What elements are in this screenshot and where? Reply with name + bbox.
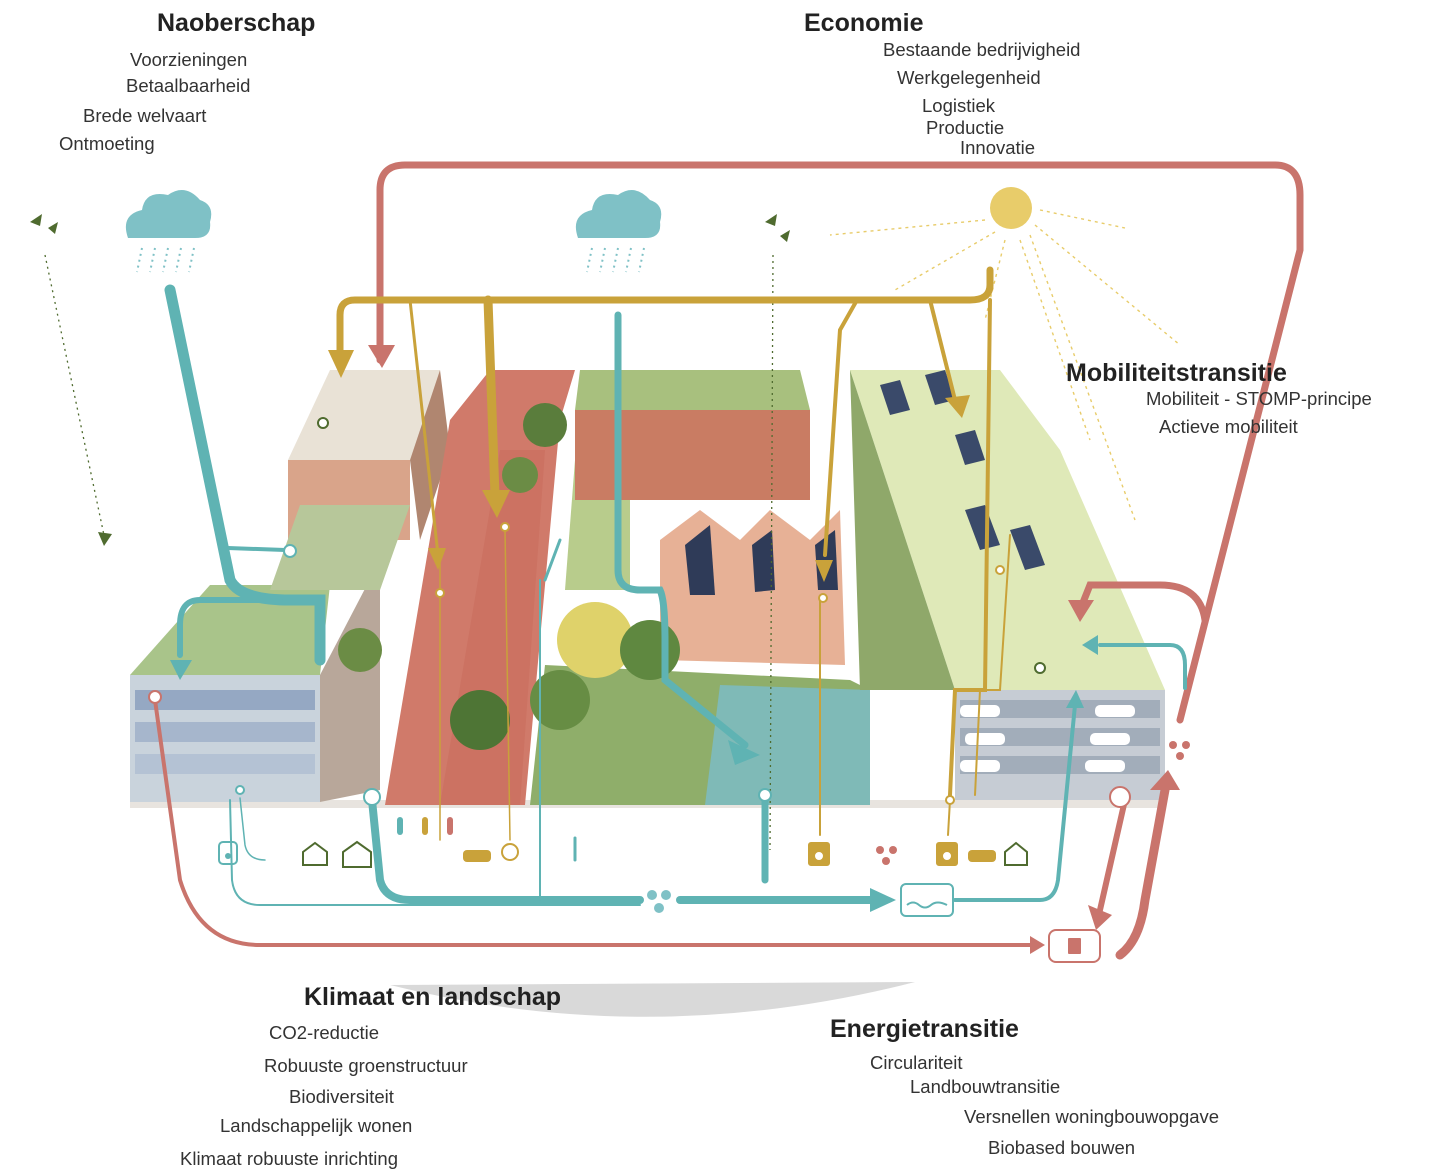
theme-title-energietransitie: Energietransitie bbox=[830, 1015, 1019, 1043]
ev-charging-icon bbox=[463, 850, 996, 862]
theme-item: Bestaande bedrijvigheid bbox=[883, 39, 1081, 60]
theme-item: Logistiek bbox=[922, 95, 996, 116]
theme-title-klimaat-en-landschap: Klimaat en landschap bbox=[304, 983, 562, 1011]
theme-item: Robuuste groenstructuur bbox=[264, 1055, 468, 1076]
cloud-rain-icon bbox=[125, 190, 212, 273]
lightbulb-icon bbox=[501, 843, 519, 861]
energy-arrowhead bbox=[428, 548, 446, 570]
theme-item: Landschappelijk wonen bbox=[220, 1115, 413, 1136]
theme-item: Biobased bouwen bbox=[988, 1137, 1136, 1158]
pond bbox=[705, 685, 870, 805]
theme-item: Werkgelegenheid bbox=[897, 67, 1041, 88]
theme-item: Betaalbaarheid bbox=[126, 75, 251, 96]
waste-arrowhead bbox=[1150, 770, 1180, 790]
theme-title-naoberschap: Naoberschap bbox=[157, 9, 316, 37]
washing-machine-icon bbox=[808, 842, 958, 866]
water-arrowhead bbox=[728, 740, 760, 765]
energy-arrowhead bbox=[815, 560, 833, 582]
energy-flow bbox=[336, 266, 1011, 841]
cloud-rain-icon bbox=[575, 190, 662, 273]
energy-arrowhead bbox=[482, 490, 510, 518]
theme-item: Voorzieningen bbox=[130, 49, 248, 70]
waste-arrowhead bbox=[1088, 905, 1112, 930]
waste-arrowhead bbox=[368, 345, 395, 368]
greenhouse-icon bbox=[302, 840, 372, 868]
flow-nodes bbox=[148, 417, 1131, 808]
trees bbox=[338, 403, 680, 750]
energy-arrowhead bbox=[945, 395, 970, 418]
theme-item: Mobiliteit - STOMP-principe bbox=[1146, 388, 1372, 409]
recycle-icon bbox=[647, 890, 671, 913]
water-arrowhead bbox=[1066, 690, 1084, 708]
theme-item: Innovatie bbox=[960, 137, 1036, 158]
energy-arrowhead bbox=[328, 350, 354, 378]
water-arrowhead bbox=[170, 660, 192, 680]
theme-title-mobiliteitstransitie: Mobiliteitstransitie bbox=[1066, 359, 1287, 387]
waste-flow bbox=[153, 161, 1304, 960]
water-arrowhead bbox=[1082, 635, 1098, 655]
bird-icon bbox=[30, 214, 790, 242]
water-treatment-icon bbox=[900, 883, 954, 917]
waste-arrowhead bbox=[1068, 600, 1094, 622]
theme-item: Actieve mobiliteit bbox=[1159, 416, 1298, 437]
greenhouse-icon bbox=[1004, 841, 1028, 866]
thermometer-icon bbox=[397, 817, 577, 862]
water-flow bbox=[164, 284, 1187, 906]
theme-item: Brede welvaart bbox=[83, 105, 207, 126]
theme-item: Ontmoeting bbox=[59, 133, 155, 154]
water-arrowhead bbox=[870, 888, 896, 912]
sun-icon bbox=[990, 187, 1032, 229]
sun-rays bbox=[829, 209, 1181, 521]
theme-item: Productie bbox=[926, 117, 1005, 138]
back-buildings bbox=[575, 370, 845, 665]
theme-item: CO2-reductie bbox=[269, 1022, 380, 1043]
theme-item: Klimaat robuuste inrichting bbox=[180, 1148, 398, 1169]
theme-item: Circulariteit bbox=[870, 1052, 963, 1073]
trash-bin-icon bbox=[1048, 929, 1101, 963]
waste-arrowhead bbox=[1030, 936, 1045, 954]
theme-item: Landbouwtransitie bbox=[910, 1076, 1061, 1097]
bird-trail bbox=[44, 254, 106, 541]
water-tap-icon bbox=[218, 841, 238, 865]
greenhouse-building bbox=[270, 370, 450, 590]
theme-title-economie: Economie bbox=[804, 9, 924, 37]
recycle-icon bbox=[876, 741, 1190, 865]
theme-item: Versnellen woningbouwopgave bbox=[964, 1106, 1220, 1127]
ground-shadow bbox=[390, 982, 915, 1017]
theme-item: Biodiversiteit bbox=[289, 1086, 394, 1107]
